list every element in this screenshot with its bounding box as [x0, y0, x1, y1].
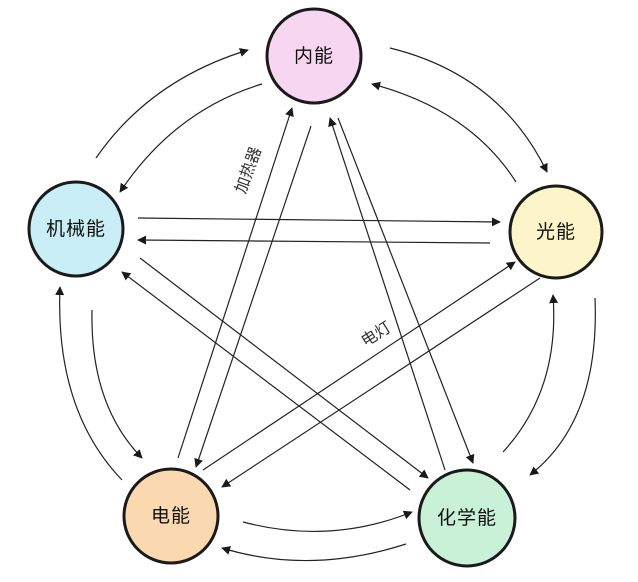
arrow-mechanical-to-light [137, 217, 501, 227]
arrow-electric-to-mechanical [55, 286, 123, 481]
outer-arrows [55, 47, 596, 562]
arrow-electric-to-chemical [242, 510, 413, 533]
node-mechanical-circle [27, 180, 125, 278]
arrow-mechanical-to-electric [91, 309, 143, 459]
node-chemical-circle [417, 468, 517, 568]
arrow-light-to-internal [371, 81, 517, 183]
arrow-internal-to-mechanical [119, 83, 263, 193]
arrow-internal-to-light [389, 47, 548, 173]
arrow-chemical-to-light [502, 294, 559, 453]
arrow-chemical-to-electric [221, 543, 407, 562]
arrow-electric-to-internal [177, 107, 294, 459]
arrow-light-to-electric [221, 277, 541, 488]
arrow-light-to-chemical [529, 297, 596, 476]
node-mechanical-label: 机械能 [46, 218, 106, 240]
arrow-internal-to-chemical [337, 117, 475, 464]
node-light-energy: 光能 [508, 184, 604, 280]
node-mechanical-energy: 机械能 [27, 180, 125, 278]
inner-arrows [121, 107, 541, 491]
node-internal-energy: 内能 [265, 7, 363, 105]
arrow-chemical-to-mechanical [121, 271, 411, 491]
arrow-mechanical-to-chemical [139, 257, 429, 479]
node-light-label: 光能 [536, 221, 576, 243]
node-electric-energy: 电能 [122, 467, 220, 565]
node-chemical-label: 化学能 [437, 507, 497, 529]
node-electric-circle [122, 467, 220, 565]
arrow-light-to-mechanical [137, 235, 491, 245]
arrow-mechanical-to-internal [95, 48, 249, 159]
heater-label: 加热器 [231, 144, 265, 196]
node-internal-circle [265, 7, 363, 105]
node-electric-label: 电能 [151, 505, 191, 527]
node-internal-label: 内能 [294, 45, 334, 67]
node-chemical-energy: 化学能 [417, 468, 517, 568]
arrow-electric-to-light [202, 261, 516, 471]
arrow-internal-to-electric [194, 125, 312, 468]
node-light-circle [508, 184, 604, 280]
arrow-chemical-to-internal [328, 117, 446, 471]
